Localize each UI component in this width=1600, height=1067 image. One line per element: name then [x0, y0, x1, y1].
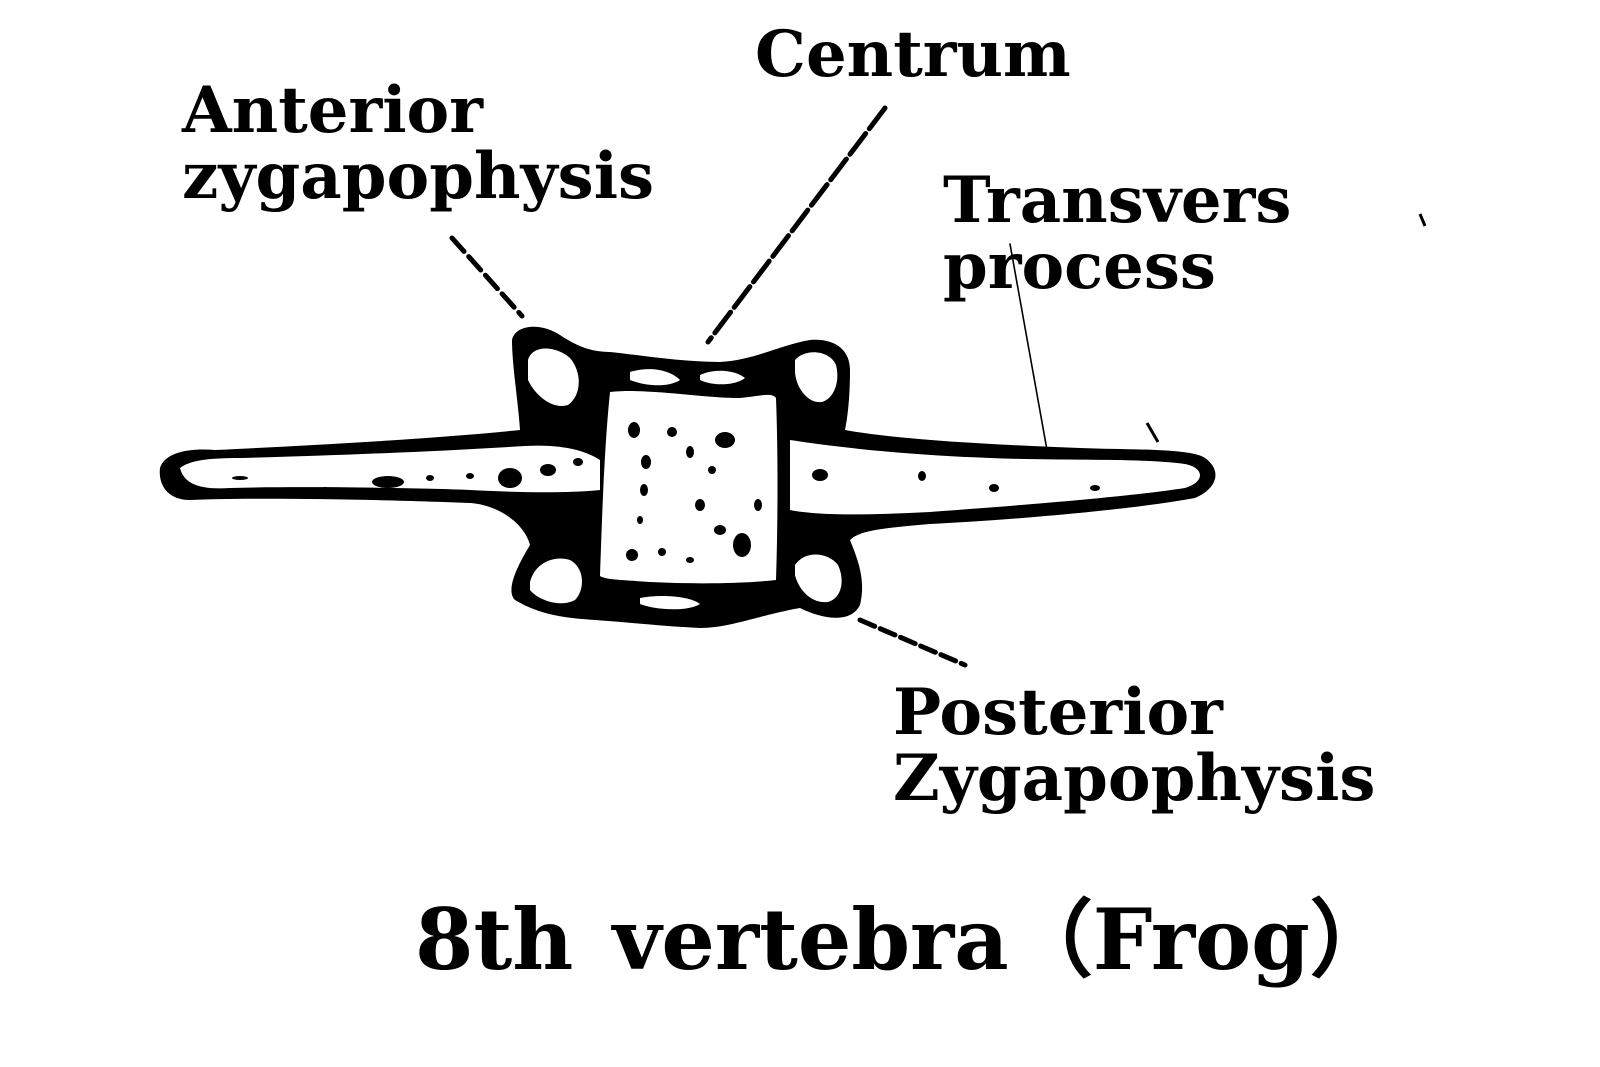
label-centrum-line1: Centrum — [755, 17, 1071, 92]
leader-posterior-zygapophysis — [857, 617, 968, 668]
posterior-hole-right — [795, 554, 842, 603]
leader-lines — [449, 105, 1048, 668]
process-texture — [232, 458, 1100, 493]
bottom-notch — [640, 596, 700, 610]
label-posterior-line2: Zygapophysis — [893, 741, 1376, 816]
label-posterior-zygapophysis: Posterior Zygapophysis — [893, 680, 1375, 812]
right-process-interior — [790, 440, 1200, 515]
anterior-hole-right — [795, 352, 838, 403]
label-transverse-line1: Transvers — [943, 163, 1292, 238]
top-notch — [630, 369, 680, 386]
posterior-hole-left — [530, 558, 582, 604]
anterior-hole-left — [528, 348, 579, 406]
label-transverse-process: Transvers process — [943, 168, 1291, 300]
label-anterior-line2: zygapophysis — [182, 139, 655, 214]
label-centrum: Centrum — [755, 22, 1071, 88]
label-anterior-line1: Anterior — [182, 73, 483, 148]
label-posterior-line1: Posterior — [893, 675, 1223, 750]
centrum-texture — [626, 422, 762, 563]
diagram-title: 8th vertebra（Frog） — [415, 890, 1394, 989]
top-notch-2 — [700, 370, 745, 385]
leader-centrum — [705, 105, 888, 345]
vertebra-drawing — [159, 326, 1216, 628]
leader-anterior-zygapophysis — [449, 235, 525, 319]
left-process-interior — [180, 445, 600, 493]
stray-mark-2 — [1145, 422, 1160, 443]
label-transverse-line2: process — [943, 229, 1216, 304]
stray-mark — [1418, 213, 1427, 227]
label-anterior-zygapophysis: Anterior zygapophysis — [182, 78, 654, 210]
leader-transverse-process — [1009, 243, 1048, 451]
